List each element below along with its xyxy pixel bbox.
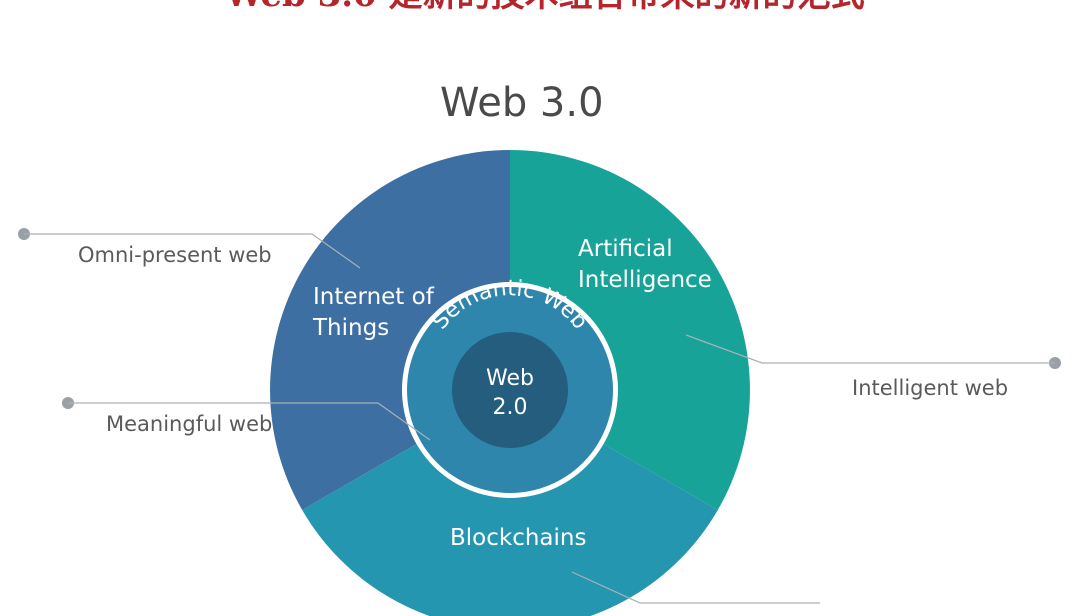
blockchains-label: Blockchains xyxy=(450,525,586,551)
meaningful-leader-line xyxy=(68,402,431,441)
web2-core xyxy=(452,332,568,448)
blockchains-leader-line xyxy=(571,571,820,604)
core-label-line2: 2.0 xyxy=(493,395,528,420)
meaningful-web-label: Meaningful web xyxy=(106,412,272,436)
intelligent-leader-line xyxy=(685,334,1055,364)
diagram-title: Web 3.0 xyxy=(440,80,604,126)
omni-present-web-label: Omni-present web xyxy=(78,243,272,267)
iot-label-line2: Things xyxy=(312,315,389,341)
ai-label-line1: Artificial xyxy=(578,236,673,262)
intelligent-web-label: Intelligent web xyxy=(852,376,1008,400)
ai-label-line2: Intelligence xyxy=(578,267,712,293)
core-label-line1: Web xyxy=(486,366,534,391)
headline: Web 3.0 是新的技术组合带来的新的范式 xyxy=(224,0,865,15)
segment-blockchains xyxy=(302,390,718,616)
iot-label-line1: Internet of xyxy=(313,284,435,310)
omni-leader-line xyxy=(24,233,361,269)
